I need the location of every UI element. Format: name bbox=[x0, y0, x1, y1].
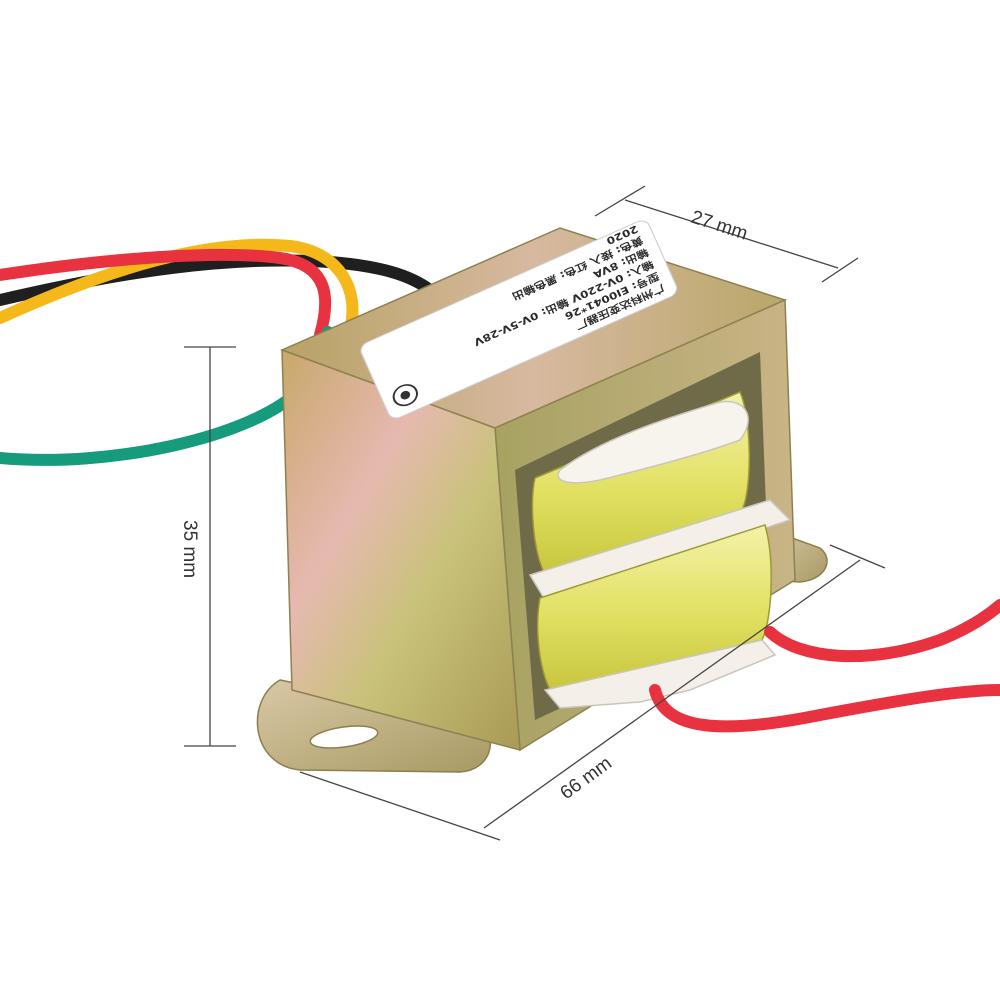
yellow-wire bbox=[0, 238, 359, 336]
depth-dimension-line bbox=[483, 559, 861, 829]
red-wire-right-upper bbox=[764, 599, 1000, 663]
red-wire-left-upper bbox=[0, 248, 332, 341]
red-wire-right-lower bbox=[649, 684, 1000, 733]
wire-bundle-right bbox=[649, 599, 1000, 733]
green-wire bbox=[0, 326, 335, 466]
coil-lower bbox=[536, 524, 777, 709]
brand-logo-icon bbox=[392, 384, 418, 407]
width-label: 27 mm bbox=[688, 207, 750, 245]
dimension-height: 35 mm bbox=[179, 346, 236, 747]
height-label: 35 mm bbox=[179, 520, 200, 578]
width-dimension-line bbox=[624, 199, 839, 269]
mounting-hole bbox=[309, 725, 379, 749]
coil-upper bbox=[531, 391, 750, 576]
coil-bobbin-divider bbox=[528, 499, 792, 601]
depth-label: 66 mm bbox=[557, 753, 616, 804]
